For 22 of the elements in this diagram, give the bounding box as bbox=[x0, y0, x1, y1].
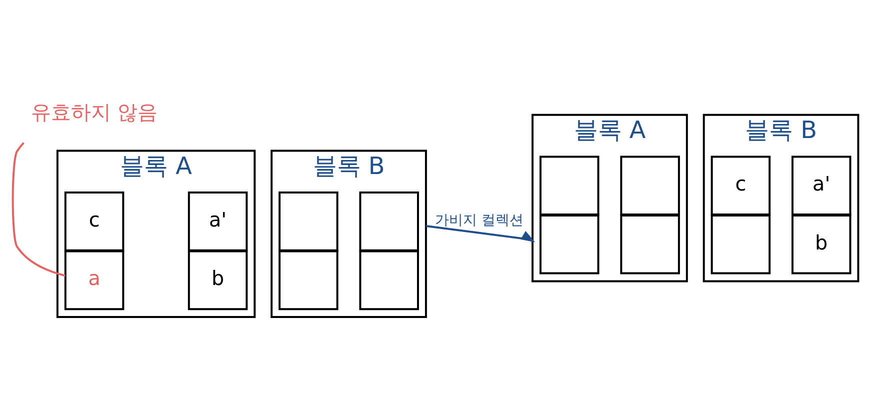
node-box: a' bbox=[188, 192, 248, 252]
edge-label: 가비지 컬렉션 bbox=[435, 212, 524, 229]
node-box bbox=[620, 156, 680, 216]
node-box bbox=[278, 250, 338, 310]
node-box bbox=[710, 214, 771, 274]
node-box bbox=[540, 156, 600, 216]
arrow bbox=[426, 225, 536, 242]
connector bbox=[12, 142, 66, 277]
node-box: a' bbox=[792, 156, 852, 216]
node-box bbox=[359, 192, 419, 252]
node-box: b bbox=[188, 250, 248, 310]
node-box bbox=[620, 214, 680, 274]
node-text: 유효하지 않음 bbox=[31, 100, 158, 124]
node-box bbox=[359, 250, 419, 310]
cluster: 블록 A bbox=[532, 114, 688, 282]
cluster: 블록 B bbox=[270, 150, 427, 318]
node-box bbox=[278, 192, 338, 252]
node-box: c bbox=[710, 156, 771, 216]
node-box: b bbox=[792, 214, 852, 274]
node-box: c bbox=[64, 192, 124, 252]
node-box: a bbox=[64, 250, 124, 310]
node-box bbox=[540, 214, 600, 274]
